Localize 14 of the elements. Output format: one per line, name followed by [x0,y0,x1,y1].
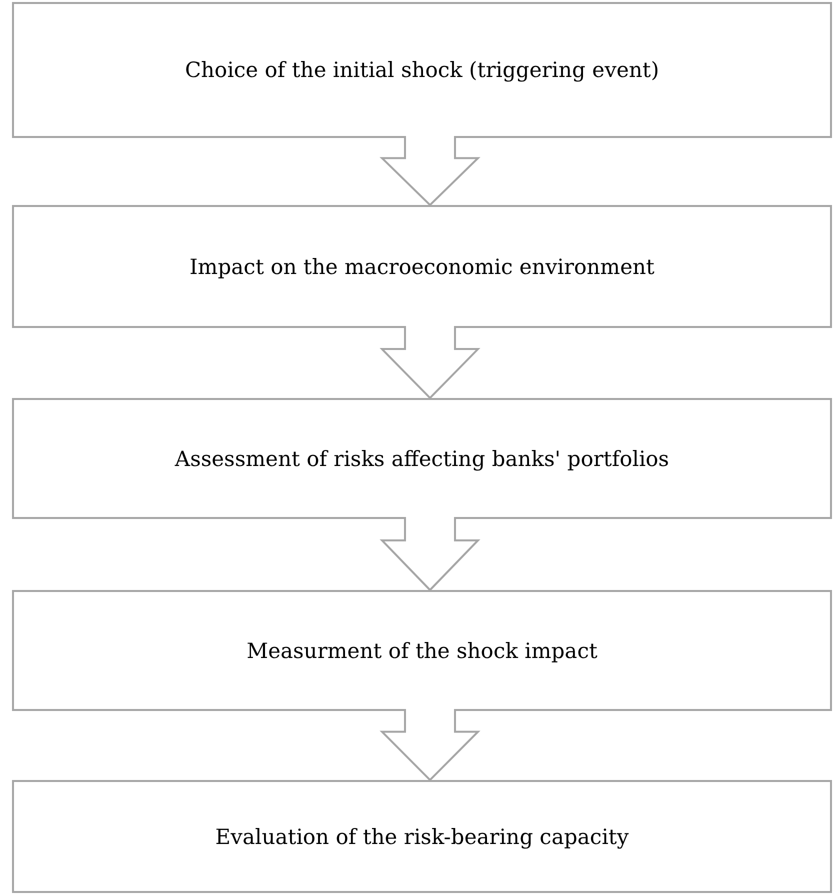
step-text: Assessment of risks affecting banks' portfolios [174,446,670,470]
step-text: Choice of the initial shock (triggering event) [184,58,660,82]
block-arrow [380,708,480,782]
process-box [12,590,832,711]
step-text: Measurment of the shock impact [246,638,598,662]
step-text: Evaluation of the risk-bearing capacity [214,824,630,848]
process-box [12,780,832,893]
process-box [12,205,832,328]
step-text: Impact on the macroeconomic environment [188,254,656,278]
block-arrow [380,516,480,592]
process-box [12,398,832,519]
block-arrow [380,135,480,206]
block-arrow [380,325,480,400]
process-box [12,2,832,138]
